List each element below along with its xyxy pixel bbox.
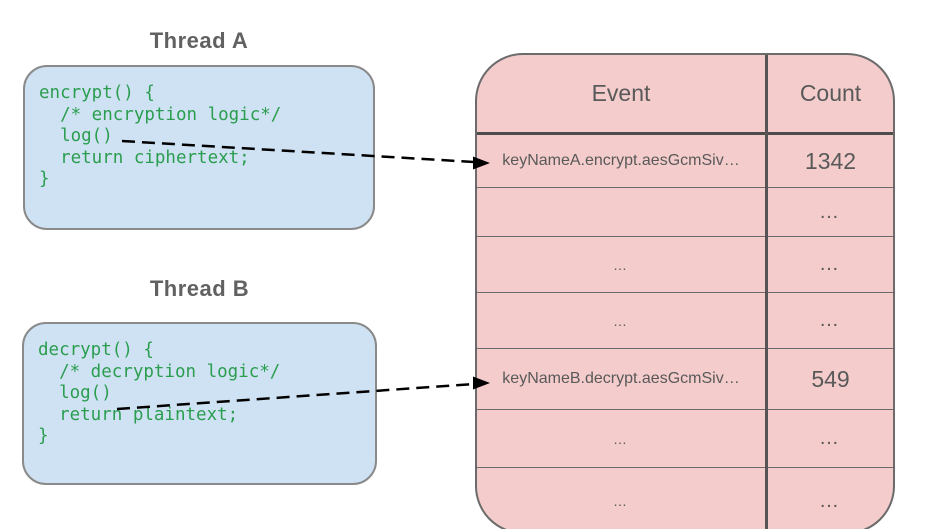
thread-a-code: encrypt() { /* encryption logic*/ log() …	[39, 83, 363, 191]
event-cell: …	[613, 256, 629, 273]
thread-b-code-box: decrypt() { /* decryption logic*/ log() …	[22, 322, 377, 485]
code-line: return ciphertext;	[39, 147, 250, 168]
event-cell: …	[613, 493, 629, 509]
thread-a-code-box: encrypt() { /* encryption logic*/ log() …	[23, 65, 375, 230]
code-line: decrypt() {	[38, 340, 154, 360]
code-line: log()	[39, 126, 113, 146]
code-line: /* decryption logic*/	[38, 361, 281, 382]
count-cell: 549	[811, 365, 850, 392]
count-cell: …	[819, 489, 842, 512]
code-line: return plaintext;	[38, 404, 239, 425]
thread-a-title: Thread A	[149, 28, 249, 53]
table-row: … …	[477, 410, 893, 468]
metrics-table: Event Count keyNameA.encrypt.aesGcmSiv… …	[475, 53, 895, 529]
table-row: …	[477, 188, 893, 237]
event-cell: …	[613, 430, 629, 447]
thread-b-title: Thread B	[149, 276, 250, 301]
code-line: log()	[38, 383, 112, 403]
event-cell: keyNameA.encrypt.aesGcmSiv…	[502, 152, 740, 169]
code-line: }	[38, 426, 49, 446]
event-cell	[477, 188, 765, 236]
count-cell: 1342	[804, 147, 857, 174]
count-cell: …	[819, 309, 842, 331]
count-cell: …	[819, 427, 842, 449]
table-header-count: Count	[799, 80, 862, 106]
code-line: /* encryption logic*/	[39, 104, 282, 125]
table-header-row: Event Count	[477, 55, 893, 135]
code-line: }	[39, 169, 50, 189]
event-cell: …	[613, 312, 629, 329]
table-row: … …	[477, 237, 893, 293]
column-divider	[765, 55, 768, 529]
event-cell: keyNameB.decrypt.aesGcmSiv…	[502, 370, 740, 387]
count-cell: …	[819, 253, 842, 275]
thread-b-code: decrypt() { /* decryption logic*/ log() …	[38, 340, 365, 448]
code-line: encrypt() {	[39, 83, 155, 103]
count-cell: …	[819, 200, 842, 223]
table-row: … …	[477, 468, 893, 529]
table-row: keyNameA.encrypt.aesGcmSiv… 1342	[477, 135, 893, 188]
table-header-event: Event	[591, 80, 651, 106]
table-row: … …	[477, 293, 893, 349]
table-row: keyNameB.decrypt.aesGcmSiv… 549	[477, 349, 893, 410]
